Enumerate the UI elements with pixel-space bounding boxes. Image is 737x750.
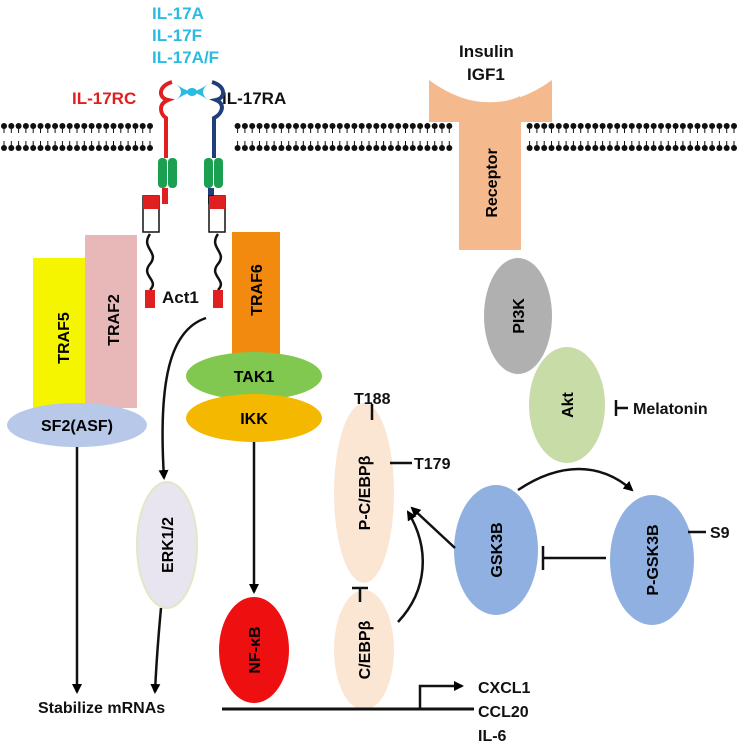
ligand-il17f-label: IL-17F [152,26,202,45]
ikk-node: IKK [186,394,322,442]
arrow-cebp-to-p-cebp [397,510,424,623]
gsk3b-label: GSK3B [489,522,506,577]
pathway-connectors [72,316,634,711]
il17rc-label: IL-17RC [72,89,136,108]
insulin-receptor: Receptor [429,80,552,250]
p-gsk3b-label: P-GSK3B [645,524,662,595]
il17rc-receptor [142,80,177,308]
p-cebpb-label: P-C/EBPβ [357,455,374,530]
p-gsk3b-node: P-GSK3B [610,495,694,625]
il17ra-label: IL-17RA [222,89,286,108]
sf2-asf-label: SF2(ASF) [41,418,113,435]
traf2-label: TRAF2 [106,294,123,346]
cebpb-node: C/EBPβ [334,590,394,710]
erk12-node: ERK1/2 [136,481,198,609]
traf6-label: TRAF6 [249,264,266,316]
igf1-label: IGF1 [467,65,505,84]
cell-membrane [1,123,737,151]
melatonin-inhibition [614,400,628,416]
arrow-act1-to-erk [158,316,207,480]
transcription-arrow [418,681,464,709]
gsk3b-node: GSK3B [454,485,538,615]
melatonin-label: Melatonin [633,401,708,418]
ligand-il17a-label: IL-17A [152,4,204,23]
gene-ccl20-label: CCL20 [478,704,529,721]
arrow-erk-to-stabilize [150,607,163,694]
akt-node: Akt [529,347,605,463]
gene-cxcl1-label: CXCL1 [478,680,531,697]
ikk-label: IKK [240,411,268,428]
akt-label: Akt [560,391,577,417]
p-cebpb-node: P-C/EBPβ [334,403,394,583]
receptor-label: Receptor [484,148,501,217]
s9-label: S9 [710,525,730,542]
pi3k-node: PI3K [484,258,552,374]
tak1-label: TAK1 [234,369,275,386]
traf5-block: TRAF5 [33,258,88,408]
insulin-label: Insulin [459,42,514,61]
arrow-gsk3b-to-p-cebp [410,506,456,549]
t179-label: T179 [414,456,451,473]
il17-ligand-dimer [176,84,208,100]
nfkb-node: NF-κB [219,597,289,703]
gene-il6-label: IL-6 [478,728,507,745]
ligand-il17af-label: IL-17A/F [152,48,219,67]
arrow-gsk3b-to-p-gsk3b [517,467,634,492]
sf2-asf-node: SF2(ASF) [7,403,147,447]
traf5-label: TRAF5 [56,312,73,364]
traf2-block: TRAF2 [85,235,137,408]
il17ra-receptor [204,80,226,308]
t188-label: T188 [354,391,391,408]
cebpb-label: C/EBPβ [357,620,374,679]
pi3k-label: PI3K [511,298,528,334]
tak1-node: TAK1 [186,352,322,400]
traf6-block: TRAF6 [232,232,280,367]
erk12-label: ERK1/2 [160,517,177,573]
nfkb-label: NF-κB [247,626,264,673]
act1-label: Act1 [162,288,199,307]
stabilize-mrnas-label: Stabilize mRNAs [38,700,165,717]
